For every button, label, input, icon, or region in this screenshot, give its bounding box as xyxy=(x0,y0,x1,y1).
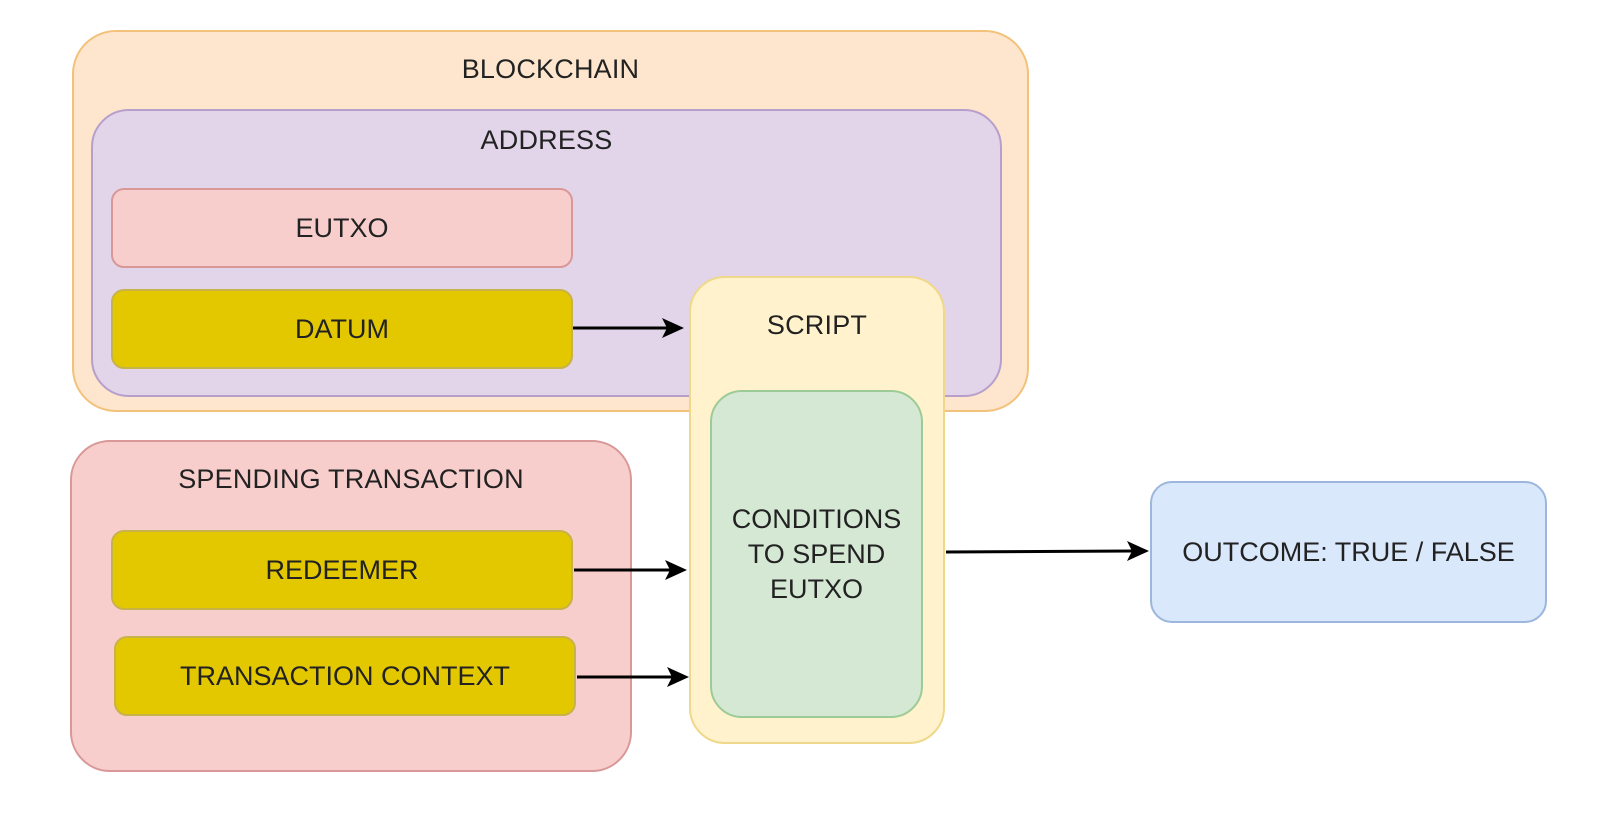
spending-transaction-label: SPENDING TRANSACTION xyxy=(178,464,524,494)
conditions-label: CONDITIONS TO SPEND EUTXO xyxy=(712,392,921,716)
redeemer-label: REDEEMER xyxy=(265,554,419,585)
outcome-label: OUTCOME: TRUE / FALSE xyxy=(1182,536,1515,567)
conditions-line-3: EUTXO xyxy=(769,573,863,604)
transaction-context-node: TRANSACTION CONTEXT xyxy=(114,636,576,716)
address-label: ADDRESS xyxy=(480,125,613,155)
redeemer-node: REDEEMER xyxy=(111,530,573,610)
arrow-script-to-outcome xyxy=(945,541,1149,561)
conditions-line-1: CONDITIONS xyxy=(731,503,902,534)
conditions-node: CONDITIONS TO SPEND EUTXO xyxy=(710,390,923,718)
blockchain-label: BLOCKCHAIN xyxy=(461,54,640,84)
eutxo-node: EUTXO xyxy=(111,188,573,268)
datum-label: DATUM xyxy=(295,313,389,344)
conditions-line-2: TO SPEND xyxy=(747,538,886,569)
transaction-context-label: TRANSACTION CONTEXT xyxy=(179,660,510,691)
datum-node: DATUM xyxy=(111,289,573,369)
eutxo-label: EUTXO xyxy=(295,212,389,243)
outcome-node: OUTCOME: TRUE / FALSE xyxy=(1150,481,1547,623)
script-label: SCRIPT xyxy=(766,310,868,340)
